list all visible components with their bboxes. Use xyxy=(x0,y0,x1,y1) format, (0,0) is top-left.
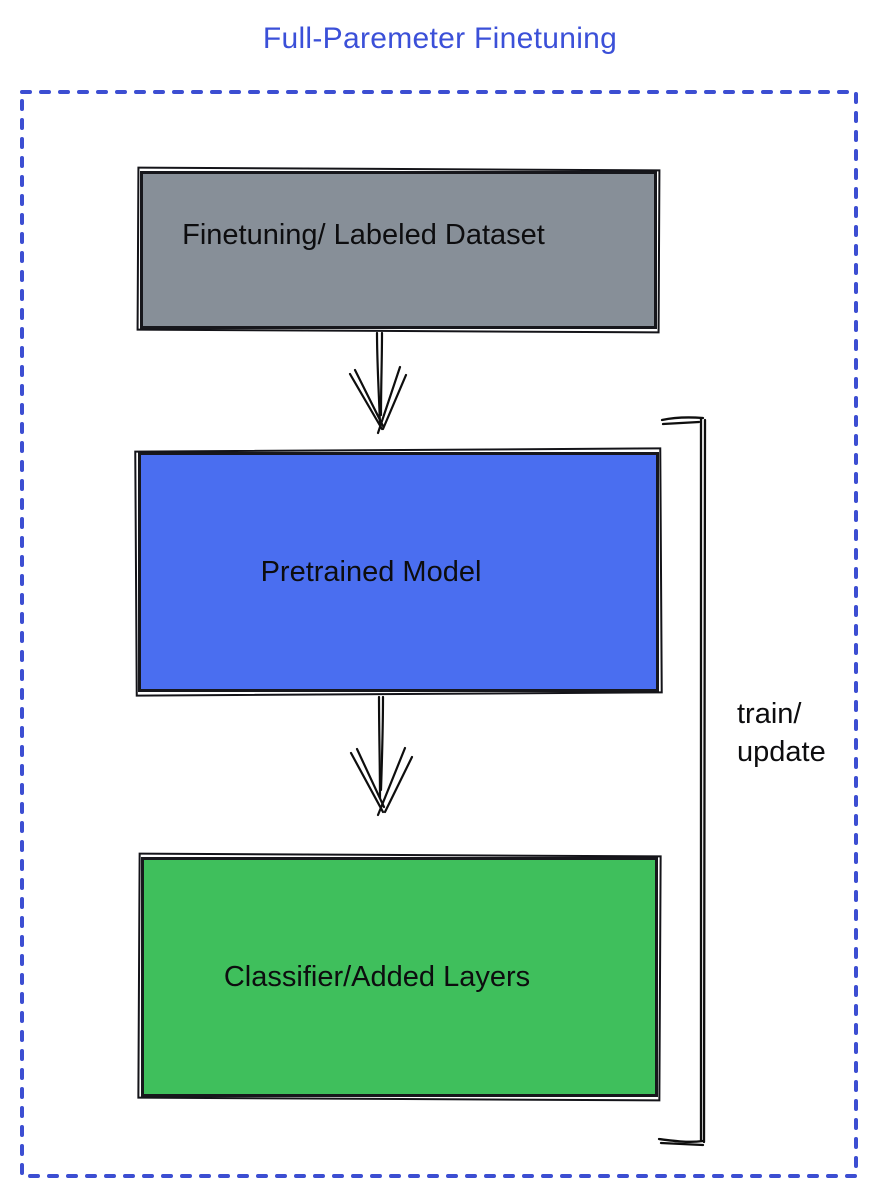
box-pretrained-model: Pretrained Model xyxy=(138,452,659,692)
bracket-label: train/ update xyxy=(737,695,826,771)
box-pretrained-model-label: Pretrained Model xyxy=(260,555,482,588)
train-update-bracket-icon xyxy=(657,416,707,1147)
dashed-container-border xyxy=(20,90,858,1178)
arrow-pretrained-to-classifier-icon xyxy=(349,695,414,817)
bracket-label-line1: train/ xyxy=(737,698,802,730)
box-finetuning-dataset-label: Finetuning/ Labeled Dataset xyxy=(182,218,545,251)
box-finetuning-dataset: Finetuning/ Labeled Dataset xyxy=(140,171,657,329)
box-classifier-added-layers: Classifier/Added Layers xyxy=(141,857,658,1097)
bracket-label-line2: update xyxy=(737,736,826,768)
box-classifier-added-layers-label: Classifier/Added Layers xyxy=(223,960,531,993)
arrow-dataset-to-pretrained-icon xyxy=(348,331,408,435)
diagram-title: Full-Paremeter Finetuning xyxy=(262,22,618,55)
